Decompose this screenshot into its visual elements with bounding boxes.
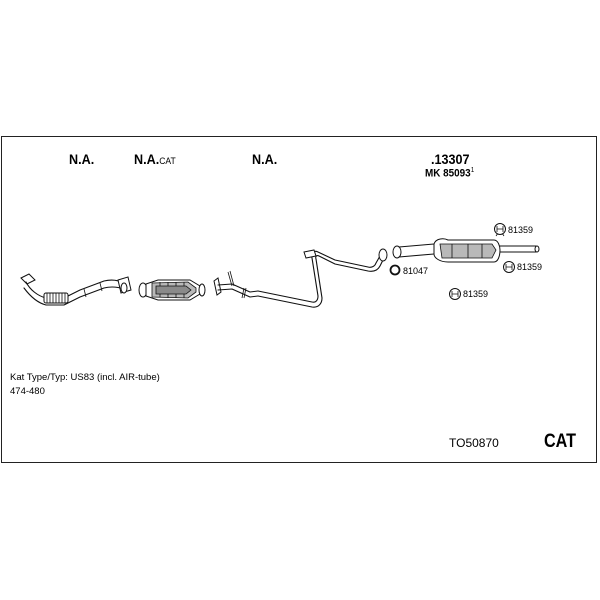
catalytic-converter (138, 279, 206, 301)
mounting-kit-mark: 1 (470, 167, 475, 174)
flex-section (43, 292, 69, 304)
front-pipe (20, 273, 132, 306)
hanger-ref: 81359 (508, 225, 534, 235)
part-label-3: N.A. (252, 151, 278, 167)
diagram-frame (1, 136, 597, 463)
rear-section (257, 229, 540, 308)
hanger-icon (503, 261, 515, 273)
part-number-main: .13307 (431, 151, 470, 167)
hanger-icon (494, 223, 506, 235)
mounting-kit-number: 85093 (443, 167, 471, 180)
hanger-ref: 81359 (517, 262, 543, 272)
part-label-1: N.A. (69, 151, 95, 167)
system-code: TO50870 (449, 436, 499, 450)
mounting-kit-prefix: MK (425, 167, 441, 180)
note-range: 474-480 (10, 386, 45, 397)
hanger-ref: 81359 (463, 289, 489, 299)
intermediate-pipe (213, 270, 259, 299)
hanger-icon (449, 288, 461, 300)
rear-muffler (433, 238, 501, 263)
note-kat-type: Kat Type/Typ: US83 (incl. AIR-tube) (10, 372, 160, 383)
gasket-ring (389, 264, 401, 276)
part-label-2-suffix: CAT (159, 156, 176, 167)
part-label-2-text: N.A. (134, 151, 160, 167)
mounting-kit: MK 850931 (425, 167, 474, 180)
gasket-ref: 81047 (403, 266, 429, 276)
category-label: CAT (544, 431, 576, 452)
part-label-2: N.A.CAT (134, 152, 176, 167)
